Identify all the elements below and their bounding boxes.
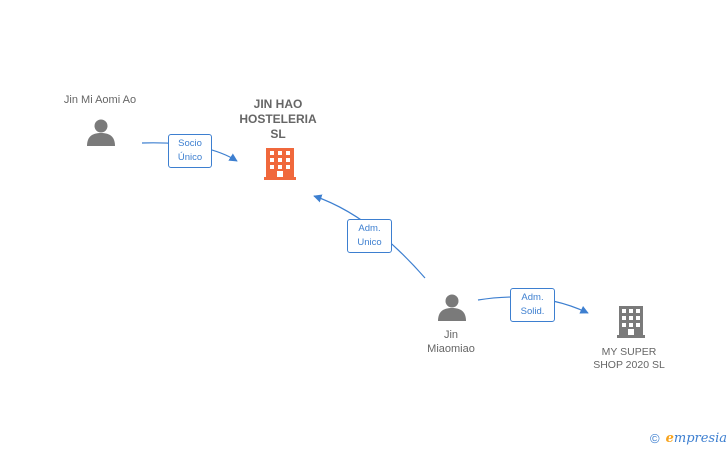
person-icon bbox=[87, 119, 115, 146]
edge-label-socio-unico: Socio Único bbox=[168, 134, 212, 168]
empresia-watermark: © empresia bbox=[650, 428, 727, 448]
building-icon bbox=[617, 306, 645, 338]
empresia-logo: empresia bbox=[665, 430, 728, 446]
company-name-my-super-shop[interactable]: MY SUPER SHOP 2020 SL bbox=[593, 346, 665, 371]
copyright-symbol: © bbox=[650, 430, 660, 446]
person-icon bbox=[438, 294, 466, 321]
edge-label-adm-solid: Adm. Solid. bbox=[510, 288, 555, 322]
edge-label-adm-unico: Adm. Unico bbox=[347, 219, 392, 253]
building-icon bbox=[264, 148, 296, 180]
company-name-jin-hao-hosteleria[interactable]: JIN HAO HOSTELERIA SL bbox=[239, 97, 317, 141]
person-name-jin-miaomiao[interactable]: Jin Miaomiao bbox=[427, 329, 475, 355]
person-name-jin-mi-aomi-ao[interactable]: Jin Mi Aomi Ao bbox=[63, 94, 137, 106]
